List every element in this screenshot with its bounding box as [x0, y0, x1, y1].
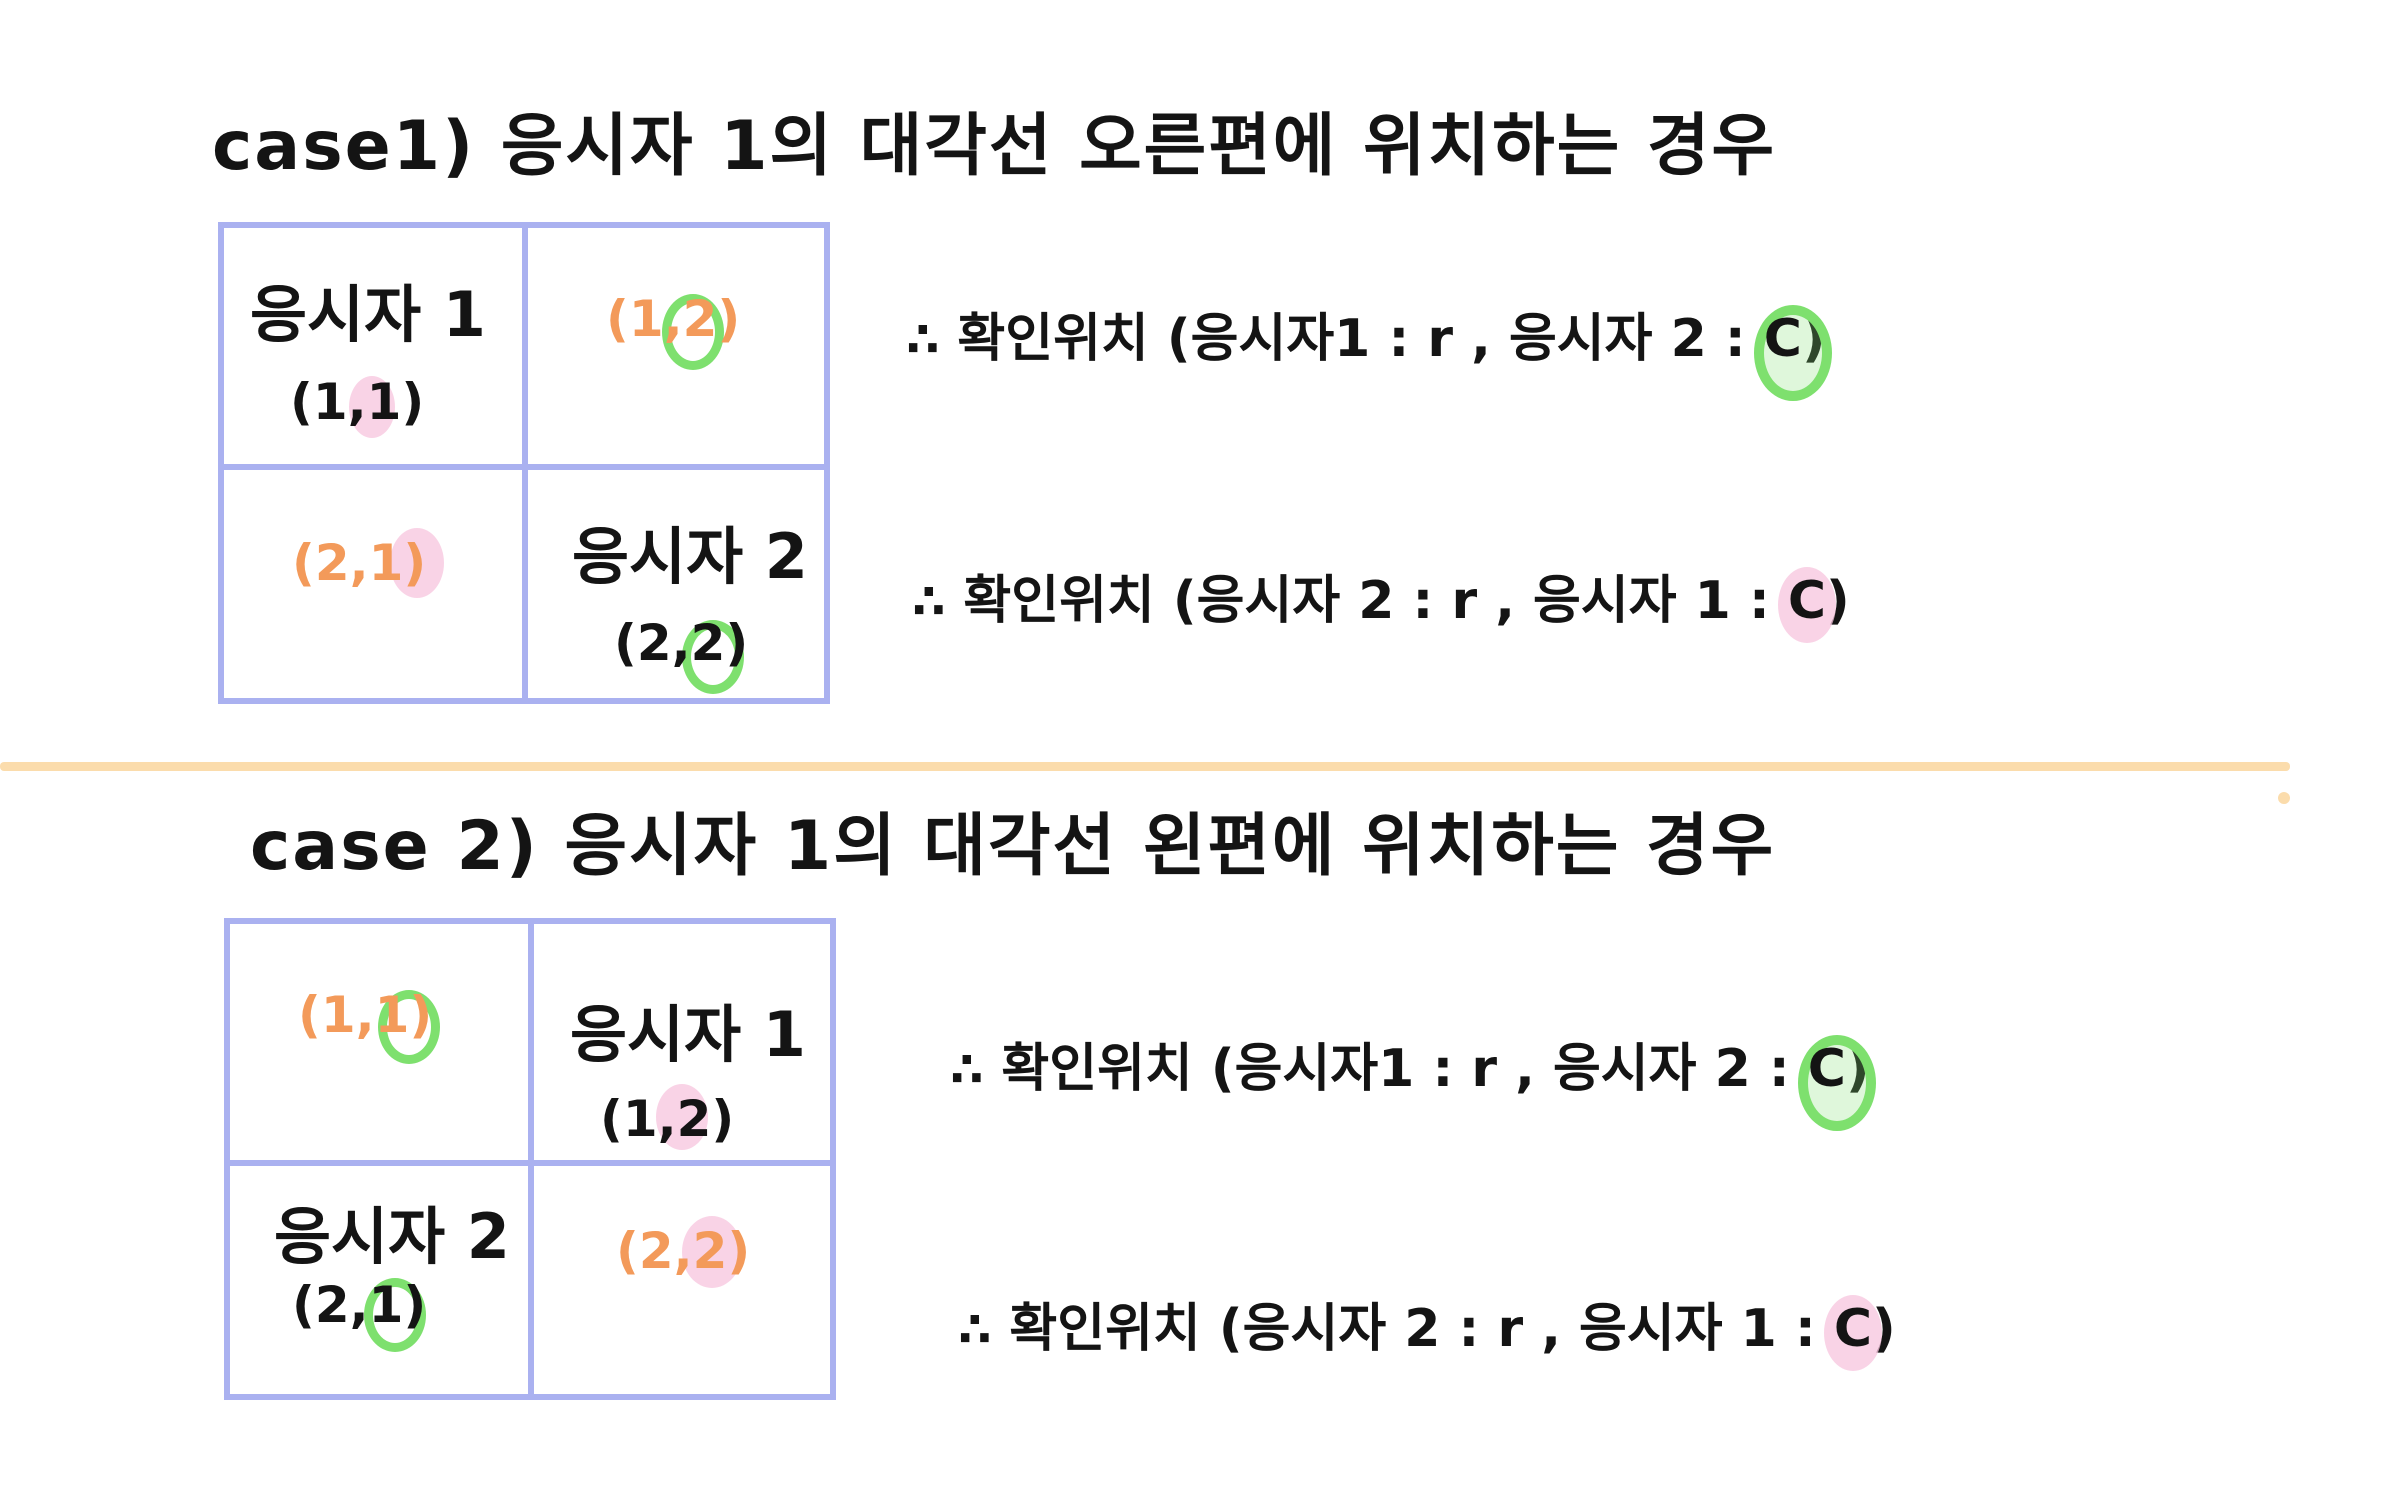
green-circle-mark — [682, 620, 744, 694]
pink-highlight-mark — [349, 376, 395, 438]
case2-grid: (1,1) 응시자 1 (1,2) 응시자 2 (2,1) (2,2) — [224, 918, 836, 1400]
green-circle-mark — [364, 1278, 426, 1352]
examinee-2-label: 응시자 2 — [572, 520, 808, 593]
case2-result-2: ∴확인위치 (응시자 2 : r , 응시자 1 : C) — [958, 1286, 1896, 1371]
case1-result-1: ∴확인위치 (응시자1 : r , 응시자 2 : C) — [906, 296, 1832, 401]
examinee-2-label: 응시자 2 — [274, 1200, 510, 1273]
examinee-1-label: 응시자 1 — [250, 278, 486, 351]
case1-result-2: ∴확인위치 (응시자 2 : r , 응시자 1 : C) — [912, 558, 1850, 643]
coordinate-label: (1,2) — [606, 290, 741, 348]
case2-cell-1-2: 응시자 1 (1,2) — [534, 924, 834, 1159]
pink-highlight-mark — [1777, 567, 1836, 643]
case1-cell-1-1: 응시자 1 (1,1) — [224, 228, 524, 463]
column-mark: C — [1823, 1295, 1882, 1371]
coordinate-label: (2,2) — [614, 614, 749, 672]
divider-dot — [2278, 792, 2290, 804]
therefore-symbol: ∴ — [906, 312, 940, 368]
coordinate-label: (2,1) — [292, 534, 427, 592]
case1-cell-2-1: (2,1) — [224, 470, 524, 705]
case1-cell-2-2: 응시자 2 (2,2) — [528, 470, 828, 705]
pink-highlight-mark — [656, 1084, 708, 1150]
coordinate-label: (2,1) — [292, 1276, 427, 1334]
result-text: 확인위치 (응시자 2 : r , 응시자 1 : — [963, 571, 1770, 631]
case1-grid: 응시자 1 (1,1) (1,2) (2,1) 응시자 2 (2,2) — [218, 222, 830, 704]
case2-heading: case 2) 응시자 1의 대각선 왼편에 위치하는 경우 — [250, 807, 1776, 886]
green-circle-mark — [1797, 1035, 1876, 1131]
column-mark: C — [1753, 305, 1832, 401]
column-mark: C — [1777, 567, 1836, 643]
coordinate-label: (1,1) — [290, 373, 425, 431]
green-circle-mark — [378, 990, 440, 1064]
pink-highlight-mark — [390, 528, 444, 598]
section-divider — [0, 762, 2290, 771]
coordinate-label: (1,1) — [298, 986, 433, 1044]
therefore-symbol: ∴ — [950, 1042, 984, 1098]
case2-cell-2-2: (2,2) — [534, 1166, 834, 1401]
case1-cell-1-2: (1,2) — [528, 228, 828, 463]
pink-highlight-mark — [1823, 1295, 1882, 1371]
pink-highlight-mark — [682, 1216, 742, 1288]
case1-heading: case1) 응시자 1의 대각선 오른편에 위치하는 경우 — [212, 107, 1777, 186]
coordinate-label: (2,2) — [616, 1222, 751, 1280]
case2-result-1: ∴확인위치 (응시자1 : r , 응시자 2 : C) — [950, 1026, 1876, 1131]
therefore-symbol: ∴ — [912, 574, 946, 630]
coordinate-label: (1,2) — [600, 1090, 735, 1148]
examinee-1-label: 응시자 1 — [570, 998, 806, 1071]
case2-cell-2-1: 응시자 2 (2,1) — [230, 1166, 530, 1401]
case2-cell-1-1: (1,1) — [230, 924, 530, 1159]
result-text: 확인위치 (응시자1 : r , 응시자 2 : — [1001, 1039, 1790, 1099]
column-mark: C — [1797, 1035, 1876, 1131]
result-text: 확인위치 (응시자1 : r , 응시자 2 : — [957, 309, 1746, 369]
therefore-symbol: ∴ — [958, 1302, 992, 1358]
green-circle-mark — [1753, 305, 1832, 401]
green-circle-mark — [662, 294, 724, 370]
result-text: 확인위치 (응시자 2 : r , 응시자 1 : — [1009, 1299, 1816, 1359]
